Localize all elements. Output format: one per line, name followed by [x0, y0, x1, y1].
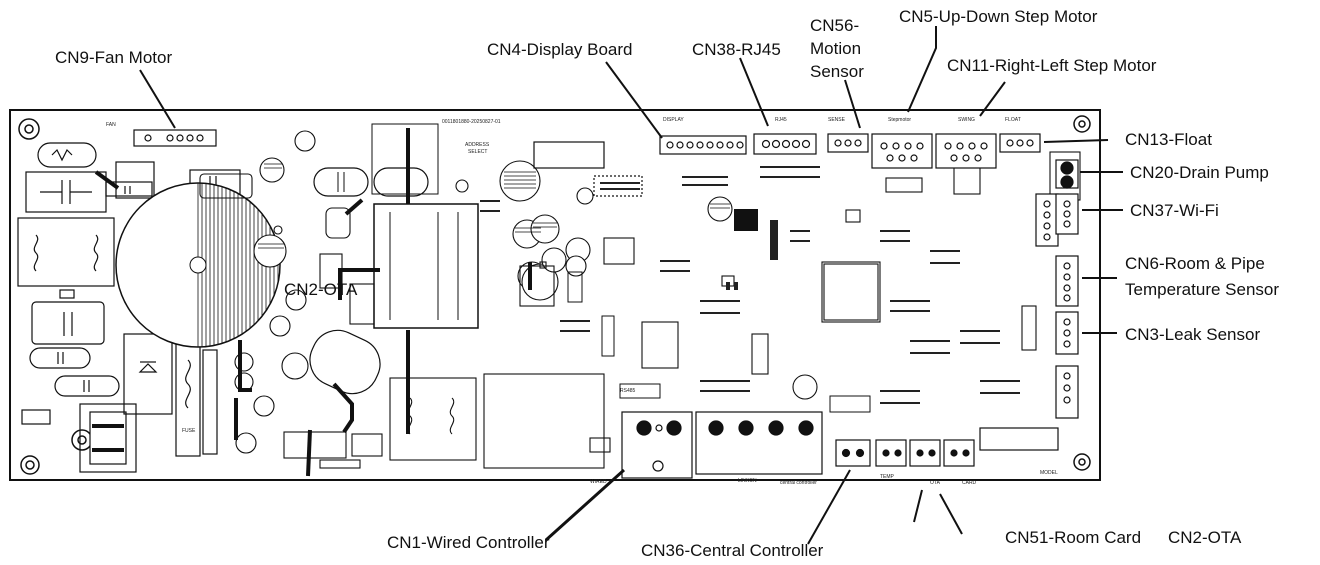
transformer-block — [309, 123, 479, 434]
silk-rs485: RS485 — [620, 388, 636, 394]
label-cn4: CN4-Display Board — [487, 40, 633, 59]
label-cn51: CN51-Room Card — [1005, 528, 1141, 547]
ic-chips — [567, 209, 879, 357]
callout-labels: CN9-Fan Motor CN4-Display Board CN38-RJ4… — [55, 7, 1279, 560]
power-section — [17, 142, 241, 473]
label-cn6-line2: Temperature Sensor — [1125, 280, 1279, 299]
right-connectors — [1035, 159, 1079, 419]
bottom-connectors — [533, 141, 1059, 479]
pcb-board: FAN 0011801880-20250827-01 DISPLAY RJ45 … — [9, 109, 1101, 486]
label-cn56-line1: CN56- — [810, 16, 859, 35]
silk-stepmotor: Stepmotor — [888, 117, 911, 123]
label-cn56-line2: Motion — [810, 39, 861, 58]
cn11-connector — [935, 133, 997, 169]
label-cn38: CN38-RJ45 — [692, 40, 781, 59]
bulk-capacitor — [115, 182, 281, 348]
silk-swing: SWING — [958, 117, 975, 123]
label-cn6-line1: CN6-Room & Pipe — [1125, 254, 1265, 273]
passive-components — [199, 151, 1081, 469]
cn1-connector — [621, 411, 693, 479]
label-cn56-line3: Sensor — [810, 62, 864, 81]
cn5-connector — [871, 133, 933, 169]
silk-linkon: LINKON — [738, 478, 757, 484]
cn6-connector — [1055, 255, 1079, 307]
silk-rj45: RJ45 — [775, 117, 787, 123]
mounting-holes — [18, 115, 1091, 475]
silk-model: MODEL — [1040, 470, 1058, 476]
silk-display: DISPLAY — [663, 117, 684, 123]
top-connectors — [133, 129, 1041, 169]
silk-address: ADDRESS — [465, 142, 490, 148]
label-cn9: CN9-Fan Motor — [55, 48, 172, 67]
cn36-connector — [835, 439, 871, 467]
label-cn37: CN37-Wi-Fi — [1130, 201, 1219, 220]
silk-select: SELECT — [468, 149, 487, 155]
label-cn11: CN11-Right-Left Step Motor — [947, 56, 1157, 75]
cn9-connector — [133, 129, 217, 147]
smd-components — [480, 166, 1020, 413]
label-cn2-ota-board: CN2-OTA — [284, 280, 358, 299]
leader-lines — [139, 26, 1123, 545]
silk-fuse: FUSE — [182, 428, 196, 434]
silk-partno: 0011801880-20250827-01 — [442, 119, 501, 125]
silk-temp: TEMP — [880, 474, 895, 480]
label-cn13: CN13-Float — [1125, 130, 1212, 149]
label-cn2-ota-bottom: CN2-OTA — [1168, 528, 1242, 547]
thick-traces — [94, 170, 532, 477]
silk-float: FLOAT — [1005, 117, 1021, 123]
label-cn1: CN1-Wired Controller — [387, 533, 550, 552]
silk-fan: FAN — [106, 122, 116, 128]
label-cn3: CN3-Leak Sensor — [1125, 325, 1260, 344]
silk-card: CARD — [962, 480, 977, 486]
label-cn36: CN36-Central Controller — [641, 541, 824, 560]
small-capacitors — [234, 130, 818, 454]
cap-hatch — [258, 163, 730, 249]
label-cn5: CN5-Up-Down Step Motor — [899, 7, 1098, 26]
label-cn20: CN20-Drain Pump — [1130, 163, 1269, 182]
silk-central: central controller — [780, 480, 817, 486]
silk-wired: WIRED — [590, 479, 607, 485]
silk-ota: OTA — [930, 480, 941, 486]
silk-sense: SENSE — [828, 117, 846, 123]
